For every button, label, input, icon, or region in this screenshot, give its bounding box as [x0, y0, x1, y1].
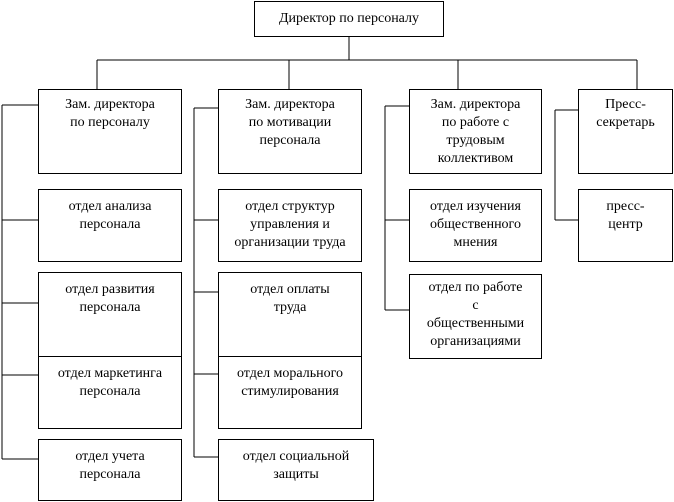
node-dept-accounting: отдел учета персонала	[38, 439, 182, 501]
node-deputy-motivation: Зам. директора по мотивации персонала	[218, 89, 362, 174]
node-deputy-collective: Зам. директора по работе с трудовым колл…	[409, 89, 542, 174]
node-dept-moral: отдел морального стимулирования	[218, 356, 362, 429]
node-dept-development: отдел развития персонала	[38, 272, 182, 357]
node-dept-payment: отдел оплаты труда	[218, 272, 362, 357]
node-press-center: пресс- центр	[578, 189, 673, 262]
node-dept-opinion: отдел изучения общественного мнения	[409, 189, 542, 262]
node-dept-structures: отдел структур управления и организации …	[218, 189, 362, 262]
node-dept-organizations: отдел по работе с общественными организа…	[409, 274, 542, 359]
node-dept-marketing: отдел маркетинга персонала	[38, 356, 182, 429]
node-dept-analysis: отдел анализа персонала	[38, 189, 182, 262]
node-director: Директор по персоналу	[254, 1, 444, 37]
node-dept-social: отдел социальной защиты	[218, 439, 374, 501]
node-press-secretary: Пресс- секретарь	[578, 89, 673, 174]
node-deputy-personnel: Зам. директора по персоналу	[38, 89, 182, 174]
